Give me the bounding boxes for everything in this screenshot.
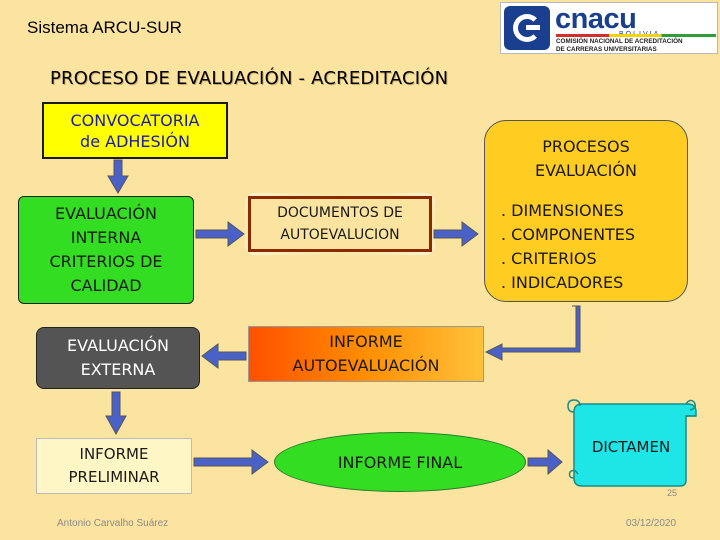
node-informe-prel-line-1: INFORME <box>79 445 149 463</box>
node-convocatoria-line-1: CONVOCATORIA <box>70 110 200 130</box>
node-informe-auto-line-2: AUTOEVALUACIÓN <box>292 356 440 375</box>
page-number: 25 <box>667 488 678 498</box>
arrow-right-final <box>527 448 563 476</box>
node-informe-preliminar: INFORME PRELIMINAR <box>36 438 192 494</box>
cnacu-logo: cnacu BOLIVIA COMISIÓN NACIONAL DE ACRED… <box>500 2 718 54</box>
node-evaluacion-interna: EVALUACIÓN INTERNA CRITERIOS DE CALIDAD <box>18 196 194 304</box>
node-dictamen-scroll: DICTAMEN <box>564 396 698 488</box>
node-procesos-list: . DIMENSIONES . COMPONENTES . CRITERIOS … <box>501 199 635 295</box>
list-item: . CRITERIOS <box>501 249 597 268</box>
node-convocatoria-line-2: de ADHESIÓN <box>80 131 190 151</box>
arrow-down-externa <box>105 391 127 436</box>
list-item: . COMPONENTES <box>501 225 636 244</box>
page-title: PROCESO DE EVALUACIÓN - ACREDITACIÓN <box>50 68 449 89</box>
node-documentos: DOCUMENTOS DE AUTOEVALUCION <box>245 193 435 255</box>
node-documentos-line-2: AUTOEVALUCION <box>280 227 400 243</box>
node-interna-line-3: CRITERIOS DE <box>49 252 163 271</box>
footer-author: Antonio Carvalho Suárez <box>57 518 169 529</box>
logo-line-2: DE CARRERAS UNIVERSITARIAS <box>556 46 657 53</box>
node-informe-autoevaluacion: INFORME AUTOEVALUACIÓN <box>248 326 484 382</box>
node-informe-prel-line-2: PRELIMINAR <box>68 468 160 486</box>
logo-flag-bar <box>556 34 716 37</box>
logo-brand: cnacu <box>555 3 637 35</box>
footer-date: 03/12/2020 <box>626 518 677 529</box>
arrow-right-preliminar <box>193 449 269 475</box>
node-procesos-title-line-2: EVALUACIÓN <box>535 161 637 180</box>
node-interna-line-1: EVALUACIÓN <box>55 204 157 223</box>
arrow-elbow-procesos <box>484 305 581 361</box>
node-documentos-line-1: DOCUMENTOS DE <box>277 205 403 221</box>
node-convocatoria: CONVOCATORIA de ADHESIÓN <box>42 102 228 159</box>
scroll-icon <box>567 399 697 487</box>
node-procesos-evaluacion: PROCESOS EVALUACIÓN . DIMENSIONES . COMP… <box>484 120 688 302</box>
node-dictamen-label: DICTAMEN <box>591 438 671 456</box>
logo-line-1: COMISIÓN NACIONAL DE ACREDITACIÓN <box>556 38 683 45</box>
list-item: . DIMENSIONES <box>501 201 624 220</box>
node-interna-line-2: INTERNA <box>70 228 142 247</box>
node-informe-final-label: INFORME FINAL <box>337 452 463 472</box>
arrow-right-interna <box>195 221 245 247</box>
cnacu-emblem-icon <box>504 6 550 50</box>
node-procesos-title-line-1: PROCESOS <box>542 137 630 156</box>
system-name: Sistema ARCU-SUR <box>27 18 182 37</box>
node-externa-line-1: EVALUACIÓN <box>67 336 169 355</box>
arrow-down-convocatoria <box>107 159 129 194</box>
node-informe-auto-line-1: INFORME <box>329 332 403 351</box>
node-procesos-title: PROCESOS EVALUACIÓN <box>485 135 687 183</box>
node-evaluacion-externa: EVALUACIÓN EXTERNA <box>36 327 200 389</box>
node-informe-final: INFORME FINAL <box>274 432 526 492</box>
arrow-right-documentos <box>433 221 479 247</box>
list-item: . INDICADORES <box>501 273 624 292</box>
node-interna-line-4: CALIDAD <box>70 276 142 295</box>
arrow-left-autoevaluacion <box>201 343 247 369</box>
node-externa-line-2: EXTERNA <box>80 360 156 379</box>
